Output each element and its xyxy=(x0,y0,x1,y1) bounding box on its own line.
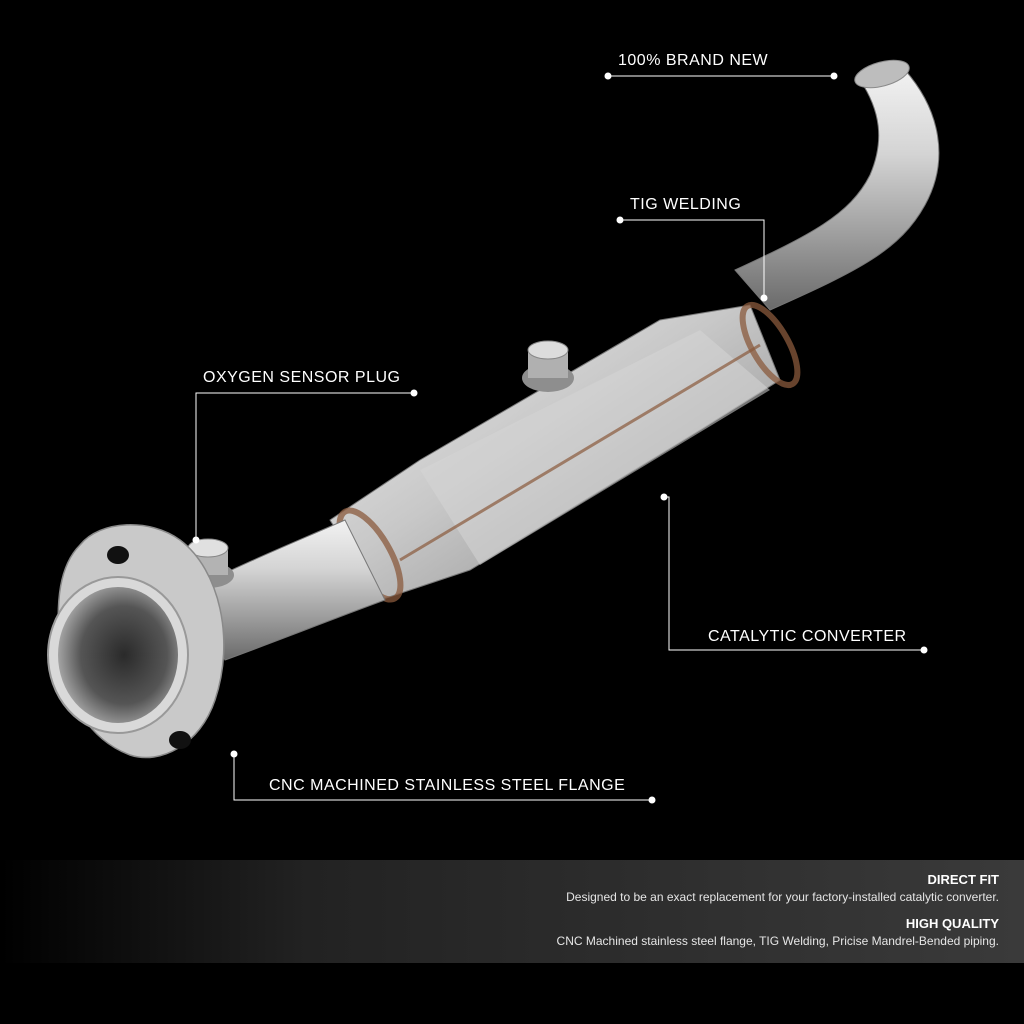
high-quality-text: CNC Machined stainless steel flange, TIG… xyxy=(556,934,999,948)
callout-line-tig xyxy=(620,219,765,298)
outlet-pipe xyxy=(734,59,940,311)
converter-body xyxy=(329,302,801,603)
callout-flange: CNC MACHINED STAINLESS STEEL FLANGE xyxy=(269,777,626,794)
callout-line-oxygen xyxy=(195,392,414,540)
direct-fit-title: DIRECT FIT xyxy=(927,872,1000,887)
info-band: DIRECT FIT Designed to be an exact repla… xyxy=(0,860,1024,963)
callout-anchor-converter xyxy=(660,493,668,501)
inlet-pipe xyxy=(189,519,386,661)
callout-line-flange xyxy=(233,754,652,801)
callout-lines xyxy=(192,72,928,804)
callout-tig-welding: TIG WELDING xyxy=(630,196,742,213)
high-quality-title: HIGH QUALITY xyxy=(905,916,999,931)
callout-catalytic-converter: CATALYTIC CONVERTER xyxy=(708,628,907,645)
callout-dot-tig xyxy=(616,216,624,224)
stainless-flange xyxy=(47,524,225,759)
callout-dot-oxygen xyxy=(410,389,418,397)
callout-dot-brand-new xyxy=(604,72,612,80)
callout-dot-flange xyxy=(648,796,656,804)
callout-dot-converter xyxy=(920,646,928,654)
callout-anchor-tig xyxy=(760,294,768,302)
callout-anchor-oxygen xyxy=(192,536,200,544)
callout-oxygen-sensor-plug: OXYGEN SENSOR PLUG xyxy=(203,369,401,386)
direct-fit-text: Designed to be an exact replacement for … xyxy=(566,890,999,904)
oxygen-sensor-bung-upper xyxy=(522,340,574,392)
callout-anchor-flange xyxy=(230,750,238,758)
callout-anchor-brand-new xyxy=(830,72,838,80)
callout-brand-new: 100% BRAND NEW xyxy=(618,52,769,69)
